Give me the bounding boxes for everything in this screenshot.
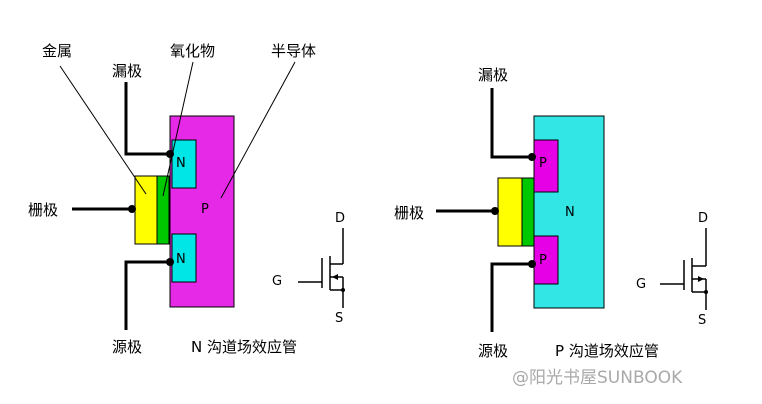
watermark: @阳光书屋SUNBOOK — [512, 368, 683, 388]
semiconductor-label: 半导体 — [271, 42, 316, 60]
drain-label: 漏极 — [112, 62, 142, 80]
gate-contact-dot — [128, 205, 136, 213]
p-drain-region — [533, 139, 559, 193]
metal-callout-line — [59, 65, 147, 195]
metal-gate — [134, 175, 158, 245]
gate-contact-dot — [491, 207, 499, 215]
n-channel-mosfet: 金属 氧化物 半导体 漏极 栅极 源极 N N P N 沟道场效应管 D G S — [28, 42, 345, 356]
gate-label: 栅极 — [394, 204, 424, 222]
source-contact-dot — [528, 260, 536, 268]
p-mosfet-symbol — [660, 228, 708, 310]
source-label: 源极 — [478, 342, 508, 360]
drain-region-label: N — [176, 156, 186, 171]
semiconductor-callout-line — [220, 61, 296, 199]
n-mosfet-symbol — [298, 228, 345, 308]
source-wire — [124, 260, 172, 330]
source-wire — [490, 262, 534, 332]
symbol-s-label: S — [335, 311, 343, 326]
p-channel-mosfet: 漏极 栅极 源极 P P N P 沟道场效应管 D G S — [394, 66, 708, 360]
metal-label: 金属 — [42, 42, 72, 60]
drain-wire — [490, 88, 534, 159]
symbol-d-label: D — [335, 211, 345, 226]
source-label: 源极 — [112, 338, 142, 356]
source-contact-dot — [166, 258, 174, 266]
oxide-layer — [521, 177, 535, 247]
gate-label: 栅极 — [28, 201, 58, 219]
drain-label: 漏极 — [478, 66, 508, 84]
caption: P 沟道场效应管 — [555, 342, 659, 360]
drain-wire — [124, 82, 172, 156]
n-source-region — [171, 233, 197, 283]
substrate-label: P — [201, 202, 209, 217]
metal-gate — [497, 177, 523, 247]
source-region-label: N — [176, 252, 186, 267]
symbol-d-label: D — [698, 211, 708, 226]
drain-region-label: P — [539, 156, 547, 171]
caption: N 沟道场效应管 — [191, 338, 297, 356]
oxide-label: 氧化物 — [170, 42, 215, 60]
oxide-callout-line — [162, 61, 194, 197]
n-drain-region — [171, 139, 197, 189]
symbol-g-label: G — [272, 274, 282, 289]
symbol-s-label: S — [698, 313, 706, 328]
drain-contact-dot — [528, 153, 536, 161]
source-region-label: P — [539, 253, 547, 268]
symbol-g-label: G — [636, 277, 646, 292]
substrate-label: N — [565, 205, 575, 220]
p-source-region — [533, 235, 559, 285]
oxide-layer — [156, 175, 170, 245]
